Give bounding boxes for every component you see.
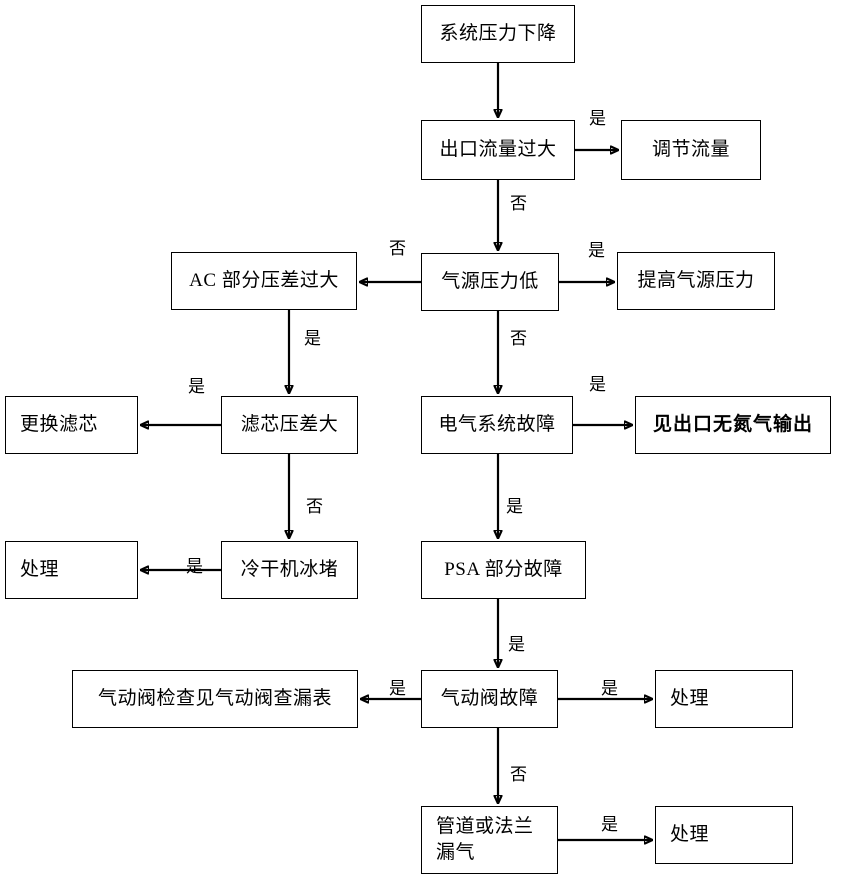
node-handle-pipe[interactable]: 处理 — [655, 806, 793, 864]
edge-label-yes-to-valve-fault: 是 — [508, 635, 525, 654]
node-system-pressure-drop[interactable]: 系统压力下降 — [421, 5, 575, 63]
node-source-pressure-low[interactable]: 气源压力低 — [421, 253, 559, 311]
node-pneumatic-valve-fault[interactable]: 气动阀故障 — [421, 670, 558, 728]
node-raise-source-pressure[interactable]: 提高气源压力 — [617, 252, 775, 310]
edge-label-yes-adjust-flow: 是 — [589, 109, 606, 128]
edge-label-yes-to-psa: 是 — [506, 497, 523, 516]
edge-label-yes-handle-valve: 是 — [601, 679, 618, 698]
edge-label-no-to-source-pressure: 否 — [510, 194, 527, 213]
node-handle-dryer[interactable]: 处理 — [5, 541, 138, 599]
edge-label-yes-replace-filter: 是 — [188, 377, 205, 396]
node-ac-section-pressure-diff-large[interactable]: AC 部分压差过大 — [171, 252, 357, 310]
edge-label-yes-no-nitrogen: 是 — [589, 375, 606, 394]
node-pneumatic-valve-check-leak-table[interactable]: 气动阀检查见气动阀查漏表 — [72, 670, 358, 728]
edge-label-yes-to-filter-diff: 是 — [304, 329, 321, 348]
node-replace-filter[interactable]: 更换滤芯 — [5, 396, 138, 454]
edge-label-no-to-pipe-leak: 否 — [510, 765, 527, 784]
node-dryer-ice-blockage[interactable]: 冷干机冰堵 — [221, 541, 358, 599]
node-electrical-system-fault[interactable]: 电气系统故障 — [421, 396, 573, 454]
edge-label-yes-raise-pressure: 是 — [588, 241, 605, 260]
node-pipe-or-flange-leak[interactable]: 管道或法兰 漏气 — [421, 806, 558, 874]
node-outlet-flow-too-large[interactable]: 出口流量过大 — [421, 120, 575, 180]
edge-label-yes-handle-pipe: 是 — [601, 815, 618, 834]
node-filter-pressure-diff-large[interactable]: 滤芯压差大 — [221, 396, 358, 454]
edge-label-no-to-dryer: 否 — [306, 497, 323, 516]
edge-label-no-to-ac-section: 否 — [389, 239, 406, 258]
node-adjust-flow[interactable]: 调节流量 — [621, 120, 761, 180]
node-handle-valve[interactable]: 处理 — [655, 670, 793, 728]
edge-label-no-to-electrical-fault: 否 — [510, 329, 527, 348]
node-psa-section-fault[interactable]: PSA 部分故障 — [421, 541, 586, 599]
edge-label-yes-valve-check-table: 是 — [389, 679, 406, 698]
edge-label-yes-handle-dryer: 是 — [186, 557, 203, 576]
node-see-no-nitrogen-output[interactable]: 见出口无氮气输出 — [635, 396, 831, 454]
